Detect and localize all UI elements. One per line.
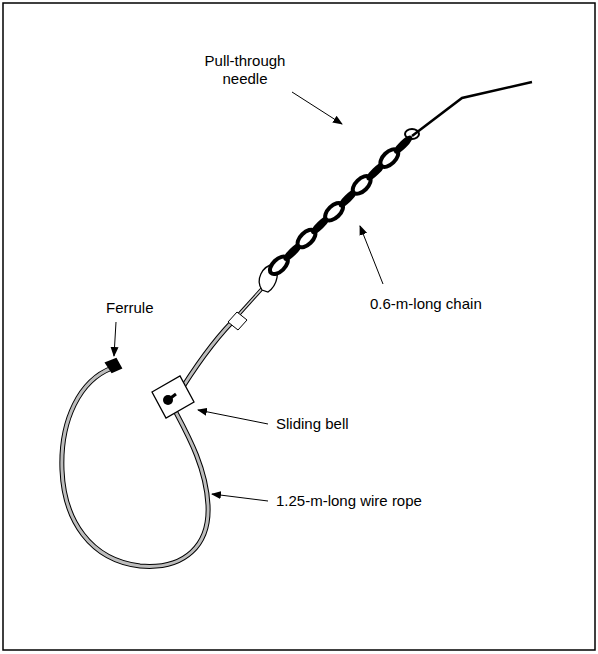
ferrule (106, 359, 121, 372)
sliding-bell (152, 376, 194, 418)
pull-through-needle (412, 82, 532, 136)
wire-rope (62, 322, 232, 566)
part-label: Ferrule (106, 299, 154, 317)
leader-line (360, 226, 383, 284)
needle-eye (405, 129, 419, 139)
part-label: Sliding bell (276, 415, 349, 433)
leader-line (292, 92, 342, 124)
leader-line (114, 322, 116, 356)
part-label: Pull-through needle (190, 52, 300, 88)
chain (267, 129, 419, 277)
part-label: 1.25-m-long wire rope (276, 492, 422, 510)
part-label: 0.6-m-long chain (370, 295, 482, 313)
leader-line (198, 410, 268, 424)
leader-line (212, 494, 268, 501)
frame (3, 3, 595, 650)
